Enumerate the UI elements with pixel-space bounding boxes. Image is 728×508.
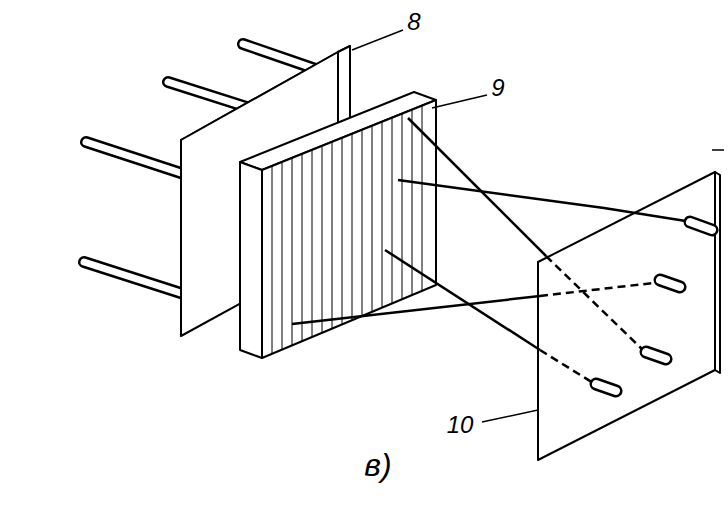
plate bbox=[538, 172, 720, 460]
callout-number: 9 bbox=[491, 76, 504, 100]
light-rays bbox=[292, 118, 692, 386]
leader-lines bbox=[352, 30, 724, 422]
figure-label: в) bbox=[364, 449, 391, 481]
pin-rods bbox=[596, 222, 712, 391]
callout-number: 10 bbox=[447, 413, 474, 437]
callout-number: 8 bbox=[407, 10, 420, 34]
